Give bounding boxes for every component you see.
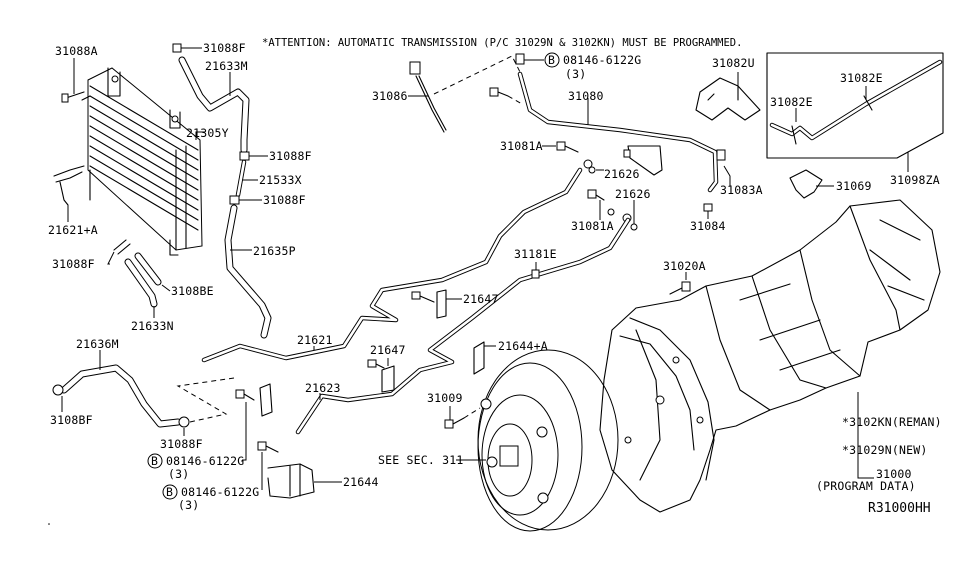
clamp-31088F-mid1[interactable] [239, 151, 268, 161]
label-21623[interactable]: 21623 [305, 381, 341, 395]
pipe-21623[interactable] [295, 217, 631, 435]
bracket-31069[interactable] [789, 169, 834, 199]
bracket-21621A[interactable] [53, 165, 85, 206]
label-31082E-a[interactable]: 31082E [840, 71, 883, 85]
label-21647-b[interactable]: 21647 [370, 343, 406, 357]
bolt-31081A-top[interactable] [542, 141, 593, 169]
label-bolt-top-qty: (3) [565, 67, 586, 81]
torque-converter[interactable] [477, 349, 619, 532]
label-31088A[interactable]: 31088A [55, 44, 98, 58]
label-21626-b[interactable]: 21626 [615, 187, 651, 201]
label-31082E-b[interactable]: 31082E [770, 95, 813, 109]
hose-21635P[interactable] [224, 204, 272, 339]
bolt-31088A[interactable] [61, 58, 85, 103]
label-31069[interactable]: 31069 [836, 179, 872, 193]
label-31082U[interactable]: 31082U [712, 56, 755, 70]
label-see-sec-311[interactable]: SEE SEC. 311 [378, 453, 463, 467]
label-bolt-low-number[interactable]: 08146-6122G [181, 485, 259, 499]
bolt-08146-6122G-top[interactable] [515, 53, 544, 65]
stray-dot [48, 523, 50, 525]
label-bolt-low-qty: (3) [178, 498, 199, 512]
clip-31181E[interactable] [531, 262, 540, 279]
label-21626-a[interactable]: 21626 [604, 167, 640, 181]
diagram-id: R31000HH [868, 501, 931, 516]
bolt-symbol-mid: B [151, 454, 158, 468]
bolt-symbol-icon [162, 484, 178, 500]
label-21533X[interactable]: 21533X [259, 173, 302, 187]
label-31029N[interactable]: *31029N(NEW) [842, 443, 927, 457]
label-31181E[interactable]: 31181E [514, 247, 557, 261]
attention-note: *ATTENTION: AUTOMATIC TRANSMISSION (P/C … [262, 37, 742, 49]
bolt-symbol-icon [147, 453, 163, 469]
clamp-31088F-bottom[interactable] [178, 416, 190, 436]
label-3102KN[interactable]: *3102KN(REMAN) [842, 415, 942, 429]
label-21633M[interactable]: 21633M [205, 59, 248, 73]
label-31088F-mid1[interactable]: 31088F [269, 149, 312, 163]
label-31000[interactable]: 31000 [876, 467, 912, 481]
washer-21626-a[interactable] [588, 166, 604, 174]
tube-31080[interactable] [517, 71, 719, 193]
label-21305Y[interactable]: 21305Y [186, 126, 229, 140]
label-21644A[interactable]: 21644+A [498, 339, 548, 353]
hose-21636M[interactable] [60, 364, 182, 428]
label-31020A[interactable]: 31020A [663, 259, 706, 273]
bolt-08146-6122G-mid[interactable] [235, 383, 273, 461]
label-31088F-top[interactable]: 31088F [203, 41, 246, 55]
bolt-31081A-bottom[interactable] [587, 189, 615, 220]
bracket-31080[interactable] [623, 145, 663, 176]
clamp-21647-a[interactable] [411, 289, 462, 319]
bolt-symbol-top: B [548, 53, 555, 67]
dipstick-31086[interactable] [408, 61, 447, 133]
plug-31084[interactable] [703, 203, 713, 219]
harness-box-31098ZA[interactable] [766, 52, 944, 159]
bolt-08146-6122G-low[interactable] [257, 441, 279, 490]
bolt-symbol-low: B [166, 485, 173, 499]
label-31088F-left[interactable]: 31088F [52, 257, 95, 271]
label-31088F-mid2[interactable]: 31088F [263, 193, 306, 207]
hose-21633M[interactable] [178, 56, 250, 154]
bolt-31083A[interactable] [716, 149, 731, 186]
clamp-21647-b[interactable] [367, 358, 395, 393]
pipe-21533X[interactable] [235, 159, 258, 198]
label-21621[interactable]: 21621 [297, 333, 333, 347]
label-31084[interactable]: 31084 [690, 219, 726, 233]
label-31083A[interactable]: 31083A [720, 183, 763, 197]
label-3108BE[interactable]: 3108BE [171, 284, 214, 298]
oil-cooler[interactable] [81, 67, 203, 256]
label-31009[interactable]: 31009 [427, 391, 463, 405]
label-bolt-mid-qty: (3) [168, 467, 189, 481]
label-21633N[interactable]: 21633N [131, 319, 174, 333]
pipe-21621[interactable] [201, 167, 583, 363]
label-21635P[interactable]: 21635P [253, 244, 296, 258]
label-31098ZA[interactable]: 31098ZA [890, 173, 940, 187]
label-program-data: (PROGRAM DATA) [816, 479, 916, 493]
bracket-21644A[interactable] [473, 341, 496, 375]
bolt-symbol-icon [544, 52, 560, 68]
bracket-21644[interactable] [267, 463, 342, 499]
bolt-31020A[interactable] [669, 272, 691, 295]
label-3108BF[interactable]: 3108BF [50, 413, 93, 427]
transmission-assembly[interactable] [599, 199, 941, 513]
label-31080[interactable]: 31080 [568, 89, 604, 103]
label-21621A[interactable]: 21621+A [48, 223, 98, 237]
bolt-31009[interactable] [444, 406, 481, 429]
clamp-31088F-top[interactable] [172, 43, 202, 53]
label-bolt-top-number[interactable]: 08146-6122G [563, 53, 641, 67]
label-31088F-bottom[interactable]: 31088F [160, 437, 203, 451]
label-bolt-mid-number[interactable]: 08146-6122G [166, 454, 244, 468]
clamp-3108BF[interactable] [52, 384, 64, 412]
bolt-tube[interactable] [489, 87, 523, 105]
label-31086[interactable]: 31086 [372, 89, 408, 103]
label-21644[interactable]: 21644 [343, 475, 379, 489]
hose-21633N[interactable] [124, 252, 162, 308]
label-31081A-top[interactable]: 31081A [500, 139, 543, 153]
label-21636M[interactable]: 21636M [76, 337, 119, 351]
bracket-31082U[interactable] [695, 72, 761, 121]
clamp-31088F-left[interactable] [107, 239, 131, 265]
label-21647-a[interactable]: 21647 [463, 292, 499, 306]
clamp-31088F-mid2[interactable] [229, 195, 262, 205]
label-31081A-bottom[interactable]: 31081A [571, 219, 614, 233]
